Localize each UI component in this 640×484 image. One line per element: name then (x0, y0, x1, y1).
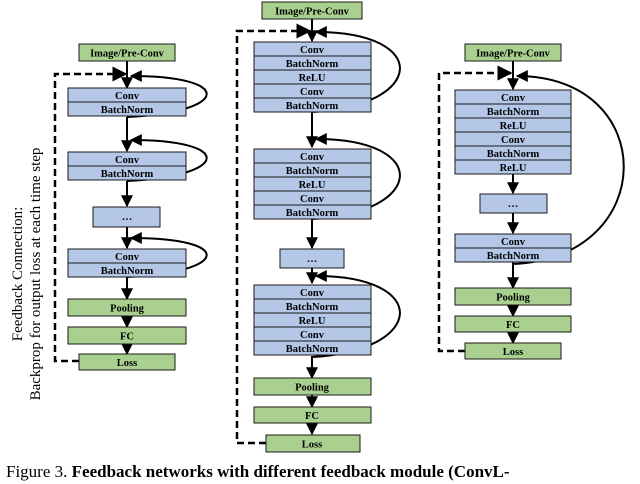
batchnorm-label: BatchNorm (487, 107, 540, 118)
conv-label: Conv (300, 194, 325, 205)
batchnorm-label: BatchNorm (487, 149, 540, 160)
conv-label: Conv (300, 45, 325, 56)
batchnorm-block (253, 97, 372, 113)
batchnorm-label: BatchNorm (286, 302, 339, 313)
ellipsis-block (479, 193, 548, 214)
input-label: Image/Pre-Conv (90, 49, 165, 60)
batchnorm-label: BatchNorm (286, 166, 339, 177)
ellipsis-label: … (508, 199, 519, 210)
input-label: Image/Pre-Conv (275, 7, 350, 18)
column-1: Image/Pre-Conv Conv BatchNorm Conv Batch… (53, 43, 208, 371)
figure-caption: Figure 3. Feedback networks with differe… (6, 462, 640, 482)
relu-label: ReLU (500, 163, 527, 174)
conv-label: Conv (300, 87, 325, 98)
batchnorm-label: BatchNorm (101, 105, 154, 116)
pooling-label: Pooling (110, 304, 145, 315)
batchnorm-block (67, 101, 187, 117)
feedback-connection-2 (235, 23, 312, 445)
batchnorm-block (67, 262, 187, 278)
caption-prefix: Figure 3. (6, 462, 72, 481)
batchnorm-label: BatchNorm (487, 251, 540, 262)
conv-label: Conv (300, 288, 325, 299)
fc-label: FC (305, 411, 319, 422)
conv-label: Conv (115, 155, 140, 166)
batchnorm-label: BatchNorm (286, 59, 339, 70)
ellipsis-block (92, 206, 161, 228)
fc-label: FC (506, 320, 520, 331)
column-2: Image/Pre-Conv Conv BatchNorm ReLU Conv … (235, 1, 401, 453)
relu-label: ReLU (500, 121, 527, 132)
loss-block (265, 434, 361, 453)
fc-label: FC (120, 332, 134, 343)
pooling-label: Pooling (295, 383, 330, 394)
batchnorm-label: BatchNorm (101, 266, 154, 277)
loss-label: Loss (117, 358, 137, 369)
batchnorm-label: BatchNorm (286, 208, 339, 219)
batchnorm-block (253, 204, 372, 220)
fc-block (67, 326, 187, 345)
relu-label: ReLU (299, 316, 326, 327)
conv-label: Conv (115, 91, 140, 102)
feedback-connection-1 (53, 66, 128, 363)
conv-label: Conv (115, 252, 140, 263)
side-label-line2: Backprop for output loss at each time st… (28, 148, 44, 401)
loss-block (464, 342, 562, 360)
input-block (261, 1, 363, 20)
batchnorm-label: BatchNorm (101, 169, 154, 180)
ellipsis-label: … (307, 254, 318, 265)
loss-label: Loss (503, 347, 523, 358)
relu-label: ReLU (299, 180, 326, 191)
relu-label: ReLU (299, 73, 326, 84)
batchnorm-label: BatchNorm (286, 101, 339, 112)
input-label: Image/Pre-Conv (476, 49, 551, 60)
input-block (78, 43, 176, 62)
pooling-block (454, 287, 572, 306)
column-3: Image/Pre-Conv Conv BatchNorm ReLU Conv … (437, 43, 625, 360)
ellipsis-block (279, 248, 345, 269)
fc-block (253, 406, 372, 424)
pooling-label: Pooling (496, 293, 531, 304)
conv-label: Conv (501, 237, 526, 248)
batchnorm-block (454, 247, 572, 263)
batchnorm-block (67, 165, 187, 181)
pooling-block (67, 298, 187, 317)
conv-label: Conv (501, 93, 526, 104)
ellipsis-label: … (122, 212, 133, 223)
batchnorm-label: BatchNorm (286, 344, 339, 355)
fc-block (454, 315, 572, 333)
loss-block (78, 353, 176, 371)
pooling-block (253, 377, 372, 396)
conv-label: Conv (300, 152, 325, 163)
conv-label: Conv (501, 135, 526, 146)
relu-block (454, 159, 572, 175)
batchnorm-block (253, 340, 372, 356)
side-label-line1: Feedback Connection: (10, 207, 26, 342)
loss-label: Loss (302, 440, 322, 451)
feedback-connection-3 (437, 65, 513, 353)
input-block (464, 43, 562, 62)
caption-bold-text: Feedback networks with different feedbac… (71, 462, 510, 481)
conv-label: Conv (300, 330, 325, 341)
